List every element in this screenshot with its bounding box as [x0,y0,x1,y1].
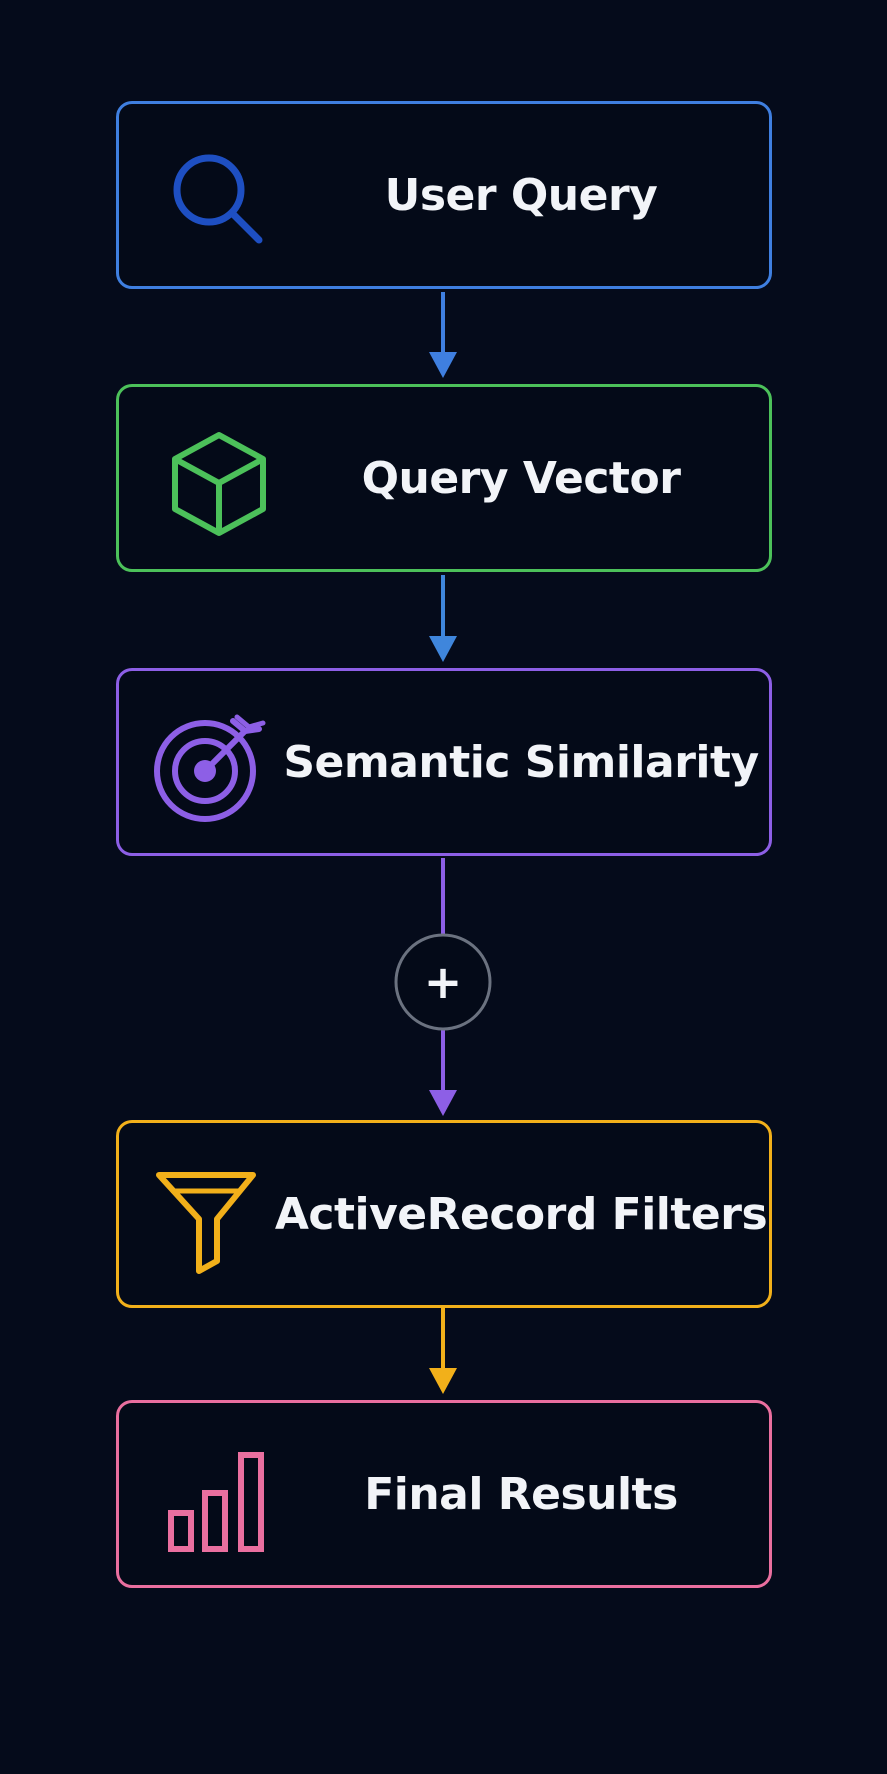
step-label: User Query [384,169,658,221]
arrow-filters-to-results [429,1306,457,1394]
step-final-results: Final Results [116,1400,772,1588]
step-user-query: User Query [116,101,772,289]
step-label: Final Results [364,1468,678,1520]
combine-symbol: + [424,955,463,1009]
step-semantic-similarity: Semantic Similarity [116,668,772,856]
step-label: ActiveRecord Filters [274,1188,768,1240]
step-label: Semantic Similarity [283,736,759,788]
step-activerecord-filters: ActiveRecord Filters [116,1120,772,1308]
target-icon [149,707,269,827]
step-query-vector: Query Vector [116,384,772,572]
arrow-vector-to-similarity [429,575,457,662]
step-label: Query Vector [361,452,681,504]
arrow-query-to-vector [429,292,457,378]
cube-icon [159,423,279,543]
bar-chart-icon [159,1441,279,1561]
arrow-combine-to-filters [429,1030,457,1116]
plus-circle-icon: + [394,933,492,1031]
search-icon [159,140,279,260]
funnel-icon [149,1161,269,1281]
